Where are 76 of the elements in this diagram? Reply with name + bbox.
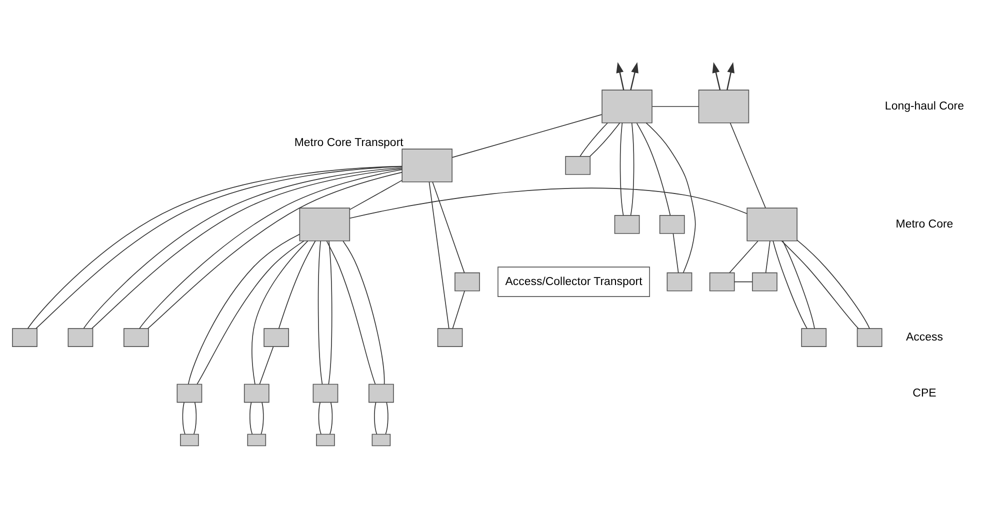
node-box — [176, 384, 202, 403]
connector — [259, 346, 274, 385]
node-box — [68, 328, 94, 347]
connector — [781, 240, 859, 329]
connector — [620, 122, 624, 216]
node-box — [180, 434, 199, 446]
connector — [796, 240, 870, 329]
connector — [196, 240, 304, 384]
connector — [326, 240, 376, 384]
connector — [349, 180, 402, 210]
node-box — [402, 148, 452, 182]
node-box — [856, 328, 882, 347]
connector — [342, 240, 385, 384]
connector — [260, 402, 264, 434]
node-box — [709, 272, 735, 292]
label: CPE — [912, 387, 936, 400]
connector — [452, 114, 602, 158]
node-box — [614, 215, 640, 234]
node-box: Access/Collector Transport — [498, 266, 650, 297]
connector — [428, 182, 450, 329]
node-box — [602, 90, 652, 124]
node-box — [801, 328, 827, 347]
connector — [349, 188, 748, 219]
node-box — [123, 328, 149, 347]
arrow — [726, 62, 734, 90]
node-box — [659, 215, 685, 234]
node-box — [698, 90, 750, 124]
connector — [734, 281, 753, 282]
label: Long-haul Core — [884, 100, 964, 113]
connector — [374, 402, 378, 434]
connector — [385, 402, 388, 434]
connector — [252, 240, 308, 385]
node-box — [299, 208, 350, 242]
node-box — [372, 434, 391, 446]
node-box — [12, 328, 38, 347]
connector — [772, 240, 808, 329]
connector — [636, 122, 671, 216]
node-box — [244, 384, 270, 403]
connector — [432, 182, 465, 274]
node-box — [368, 384, 394, 403]
connector — [182, 402, 186, 434]
node-box — [437, 328, 463, 347]
connector — [249, 402, 253, 434]
connector — [652, 106, 700, 107]
connector — [729, 240, 758, 274]
connector — [782, 240, 815, 329]
label: Metro Core — [896, 218, 954, 231]
connector — [730, 122, 766, 208]
connector — [630, 122, 634, 216]
label: Access — [906, 332, 943, 344]
connector — [590, 122, 620, 157]
connector — [194, 402, 197, 434]
connector — [452, 290, 466, 329]
node-box — [312, 384, 338, 403]
connector — [672, 233, 679, 274]
arrow — [712, 62, 721, 90]
node-box — [454, 272, 480, 292]
connector — [278, 240, 316, 329]
node-box — [746, 208, 798, 242]
arrow — [616, 62, 624, 90]
node-box — [316, 434, 335, 446]
connector — [580, 122, 608, 157]
connector — [188, 234, 300, 384]
connector — [318, 402, 322, 434]
arrow — [630, 62, 638, 90]
connector — [318, 240, 323, 384]
node-box — [666, 272, 692, 292]
connector — [765, 240, 770, 274]
node-box — [247, 434, 266, 446]
node-box — [752, 272, 778, 292]
connector — [328, 240, 332, 384]
node-label: Metro Core Transport — [294, 136, 404, 149]
connector — [646, 122, 696, 274]
node-box — [264, 328, 290, 347]
connector — [330, 402, 333, 434]
node-box — [565, 156, 591, 175]
